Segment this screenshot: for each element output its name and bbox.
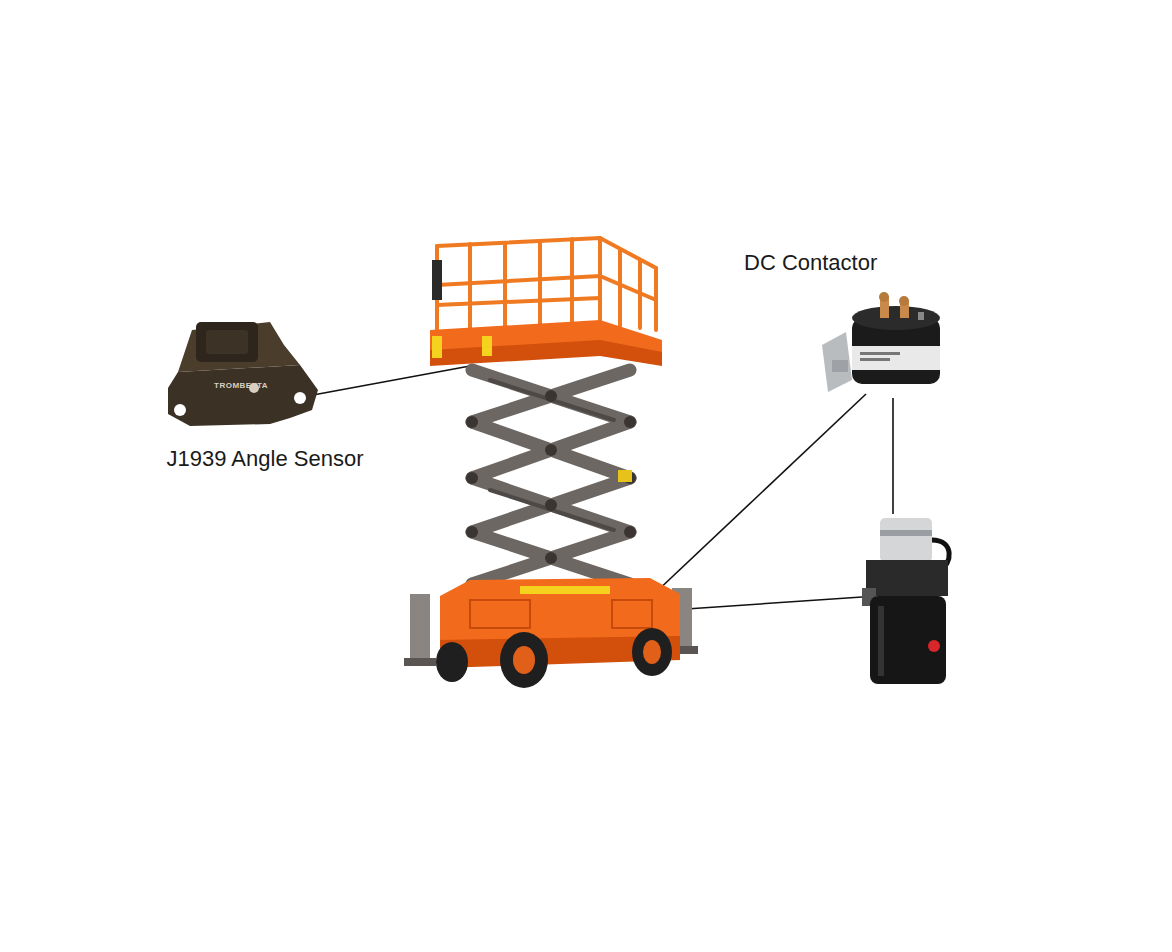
scissor-lift bbox=[404, 238, 698, 688]
brand-label: TROMBETTA bbox=[214, 381, 268, 390]
dc-contactor-picture bbox=[822, 292, 940, 392]
part-label: DC Contactor bbox=[744, 250, 877, 276]
labeled-part: DC Contactor bbox=[732, 250, 952, 396]
part-label: J1939 Angle Sensor bbox=[167, 446, 364, 472]
hydraulic-unit-picture bbox=[862, 518, 949, 684]
angle-sensor-picture bbox=[168, 322, 318, 426]
leader-lines bbox=[313, 366, 893, 612]
labeled-part: J1939 Angle Sensor bbox=[140, 310, 390, 472]
